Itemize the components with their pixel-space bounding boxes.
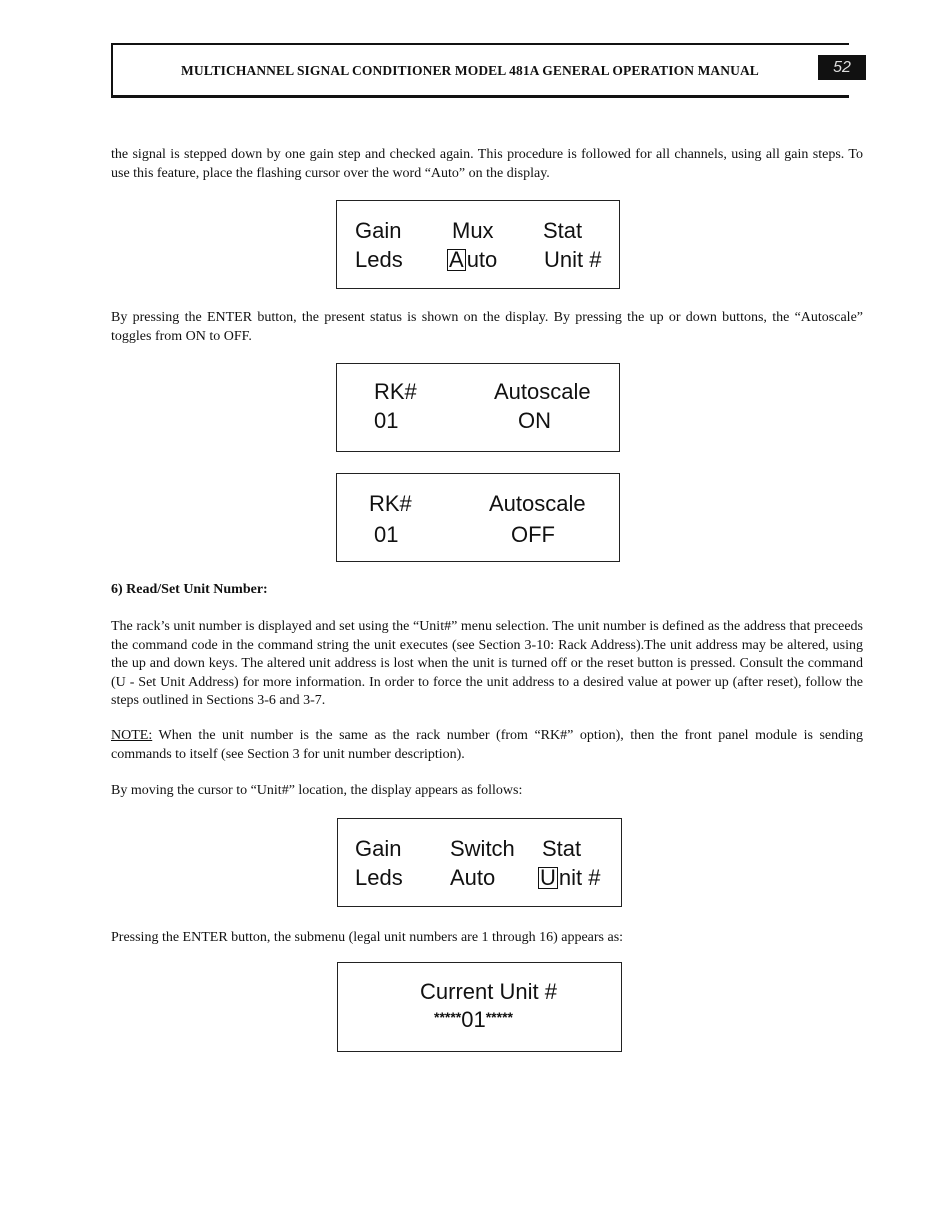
lcd-autoscale-value: ON bbox=[518, 408, 551, 433]
submenu-paragraph: Pressing the ENTER button, the submenu (… bbox=[111, 930, 624, 945]
lcd-switch: Switch bbox=[450, 836, 515, 861]
lcd-rk-value: 01 bbox=[374, 408, 399, 433]
lcd-rk-value: 01 bbox=[374, 522, 399, 547]
lcd-autoscale-on: RK# Autoscale 01 ON bbox=[336, 363, 620, 452]
note-text: When the unit number is the same as the … bbox=[111, 728, 863, 762]
lcd-stat: Stat bbox=[543, 218, 583, 243]
unit-number-paragraph: The rack’s unit number is displayed and … bbox=[111, 619, 863, 708]
lcd-gain: Gain bbox=[355, 218, 402, 243]
lcd-autoscale-off: RK# Autoscale 01 OFF bbox=[336, 473, 620, 562]
enter-paragraph: By pressing the ENTER button, the presen… bbox=[111, 310, 863, 344]
section-heading: 6) Read/Set Unit Number: bbox=[111, 582, 268, 597]
lcd-leds: Leds bbox=[355, 247, 403, 272]
lcd-current-unit-title: Current Unit # bbox=[420, 979, 557, 1004]
lcd-rk-label: RK# bbox=[369, 491, 412, 516]
lcd-mux: Mux bbox=[452, 218, 494, 243]
lcd-rk-label: RK# bbox=[374, 379, 417, 404]
lcd-unit: Unit # bbox=[544, 247, 602, 272]
flashing-cursor: A bbox=[447, 247, 466, 272]
flashing-cursor: U bbox=[538, 865, 558, 890]
lcd-autoscale-label: Autoscale bbox=[494, 379, 591, 404]
lcd-stat: Stat bbox=[542, 836, 582, 861]
lcd-autoscale-label: Autoscale bbox=[489, 491, 586, 516]
lcd-current-unit: Current Unit # *****01***** bbox=[337, 962, 622, 1052]
cursor-paragraph: By moving the cursor to “Unit#” location… bbox=[111, 783, 523, 798]
lcd-auto: Auto bbox=[450, 865, 496, 890]
lcd-gain: Gain bbox=[355, 836, 402, 861]
lcd-autoscale-value: OFF bbox=[511, 522, 555, 547]
page-header: MULTICHANNEL SIGNAL CONDITIONER MODEL 48… bbox=[111, 43, 866, 98]
lcd-current-unit-value: *****01***** bbox=[434, 1007, 513, 1032]
page-number: 52 bbox=[818, 55, 866, 80]
lcd-leds: Leds bbox=[355, 865, 403, 890]
manual-title: MULTICHANNEL SIGNAL CONDITIONER MODEL 48… bbox=[181, 63, 759, 78]
intro-paragraph: the signal is stepped down by one gain s… bbox=[111, 147, 863, 181]
note-paragraph: NOTE: When the unit number is the same a… bbox=[111, 727, 863, 764]
note-label: NOTE: bbox=[111, 728, 153, 743]
